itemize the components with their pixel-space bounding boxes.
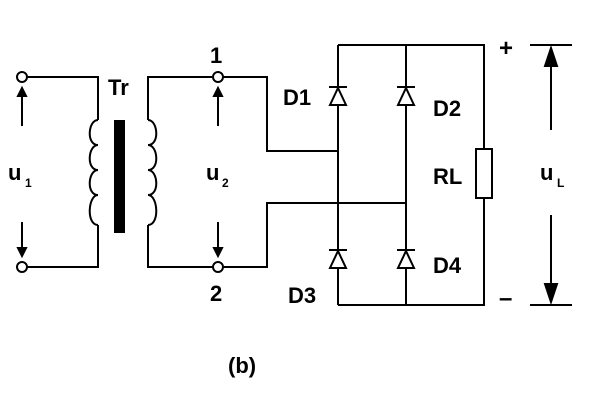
primary-top-terminal [16, 71, 28, 83]
ul-arrow-up-head [543, 44, 559, 67]
u1-arrow-up-head [16, 85, 28, 97]
bridge-top-rail [338, 44, 485, 149]
u2-arrow-down-head [212, 247, 224, 259]
primary-bottom-wire [27, 225, 99, 268]
input-voltage-subscript: 1 [25, 176, 32, 190]
ul-arrow-down-head [543, 283, 559, 306]
diodes [328, 85, 416, 269]
terminals [16, 71, 224, 273]
u2-arrow-up-head [212, 85, 224, 97]
primary-bottom-terminal [16, 261, 28, 273]
diode-d1-label: D1 [283, 85, 311, 110]
voltage-arrows [16, 44, 572, 306]
secondary-coil [147, 119, 158, 226]
node-2-label: 2 [210, 281, 222, 306]
transformer [88, 119, 158, 233]
secondary-bottom-wire [147, 225, 218, 268]
bridge-bottom-rail [338, 198, 485, 306]
diode-d1 [328, 85, 348, 106]
load-resistor [475, 148, 493, 199]
diode-d3 [328, 248, 348, 269]
load-label: RL [433, 164, 462, 189]
secondary-voltage-subscript: 2 [222, 176, 229, 190]
node1-to-bridge-wire [218, 76, 338, 152]
output-voltage-subscript: L [557, 176, 564, 190]
transformer-core [114, 120, 125, 233]
secondary-voltage-label: u [206, 160, 219, 185]
diode-d2 [396, 85, 416, 106]
node-1-label: 1 [210, 43, 222, 68]
secondary-top-wire [147, 76, 218, 120]
wires [27, 44, 485, 306]
node2-terminal [212, 261, 224, 273]
primary-coil [88, 119, 99, 226]
diode-d4 [396, 248, 416, 269]
node2-to-bridge-wire [218, 202, 406, 268]
u1-arrow-down-head [16, 247, 28, 259]
transformer-label: Tr [108, 75, 129, 100]
diode-d2-label: D2 [433, 96, 461, 121]
node1-terminal [212, 71, 224, 83]
figure-caption: (b) [228, 353, 256, 378]
diode-d4-label: D4 [433, 253, 462, 278]
primary-top-wire [27, 76, 99, 120]
diode-d3-label: D3 [288, 283, 316, 308]
output-voltage-label: u [540, 160, 553, 185]
input-voltage-label: u [8, 160, 21, 185]
minus-sign: – [499, 285, 512, 312]
plus-sign: + [499, 35, 513, 62]
